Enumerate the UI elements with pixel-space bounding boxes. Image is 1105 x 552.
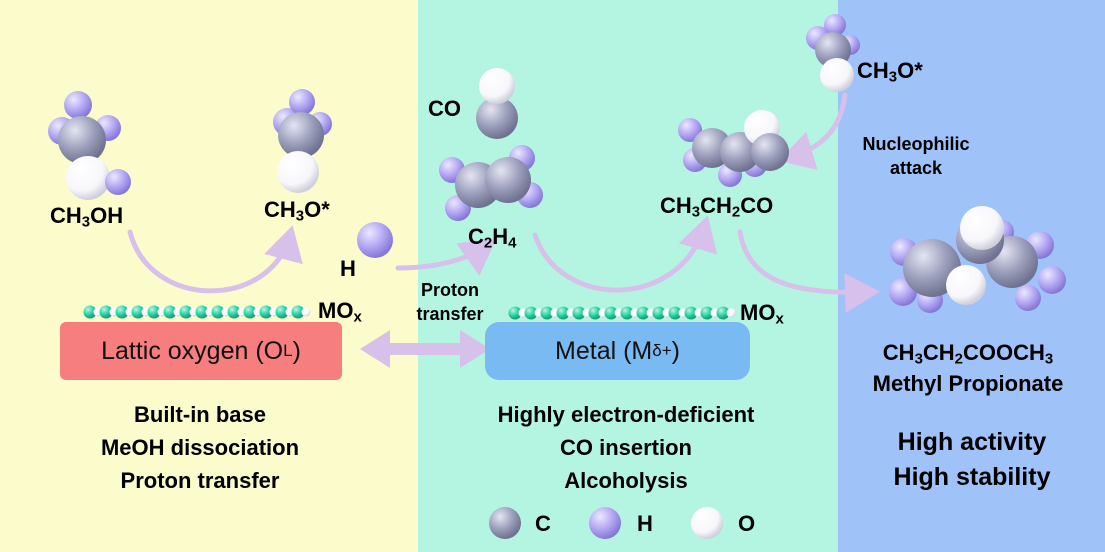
methyl-propionate-molecule [889,206,1066,313]
h-atom [357,222,393,258]
surface-metal-atom [588,306,602,320]
surface-oxygen-atom [301,307,311,317]
features-product: High activity High stability [894,425,1051,495]
feature-item: Alcoholysis [564,468,688,493]
label-h: H [340,256,356,281]
surface-metal-atom [99,305,113,319]
label-ch3o-left: CH3O* [264,197,330,225]
surface-metal-atom [572,306,586,320]
surface-metal-atom [716,306,730,320]
legend-carbon-sphere [489,507,521,539]
surface-metal-atom [700,306,714,320]
surface-oxygen-atom [726,308,736,318]
arrow-nucleophilic [778,92,848,171]
panel-lattice-oxygen [0,0,418,552]
label-proton-transfer: Proton transfer [416,280,484,324]
arrow-proton-to-c2h4 [395,239,497,276]
feature-item: High activity [897,428,1047,456]
surface-metal-atom [652,306,666,320]
surface-metal-atom [147,305,161,319]
label-mox-right: MOx [740,300,784,328]
reaction-arrows [127,92,880,313]
surface-metal-atom [668,306,682,320]
arrow-dissociation [127,225,303,294]
surface-metal-atom [195,305,209,319]
label-co: CO [428,96,461,121]
surface-metal-atom [131,305,145,319]
surface-metal-atom [636,306,650,320]
surface-metal-atom [556,306,570,320]
surface-metal-atom [259,305,273,319]
label-ch3o-right: CH3O* [857,58,923,86]
legend-label-hydrogen: H [637,511,653,536]
surface-metal-atom [179,305,193,319]
ch3oh-molecule [48,91,131,200]
ch3o-molecule-right [806,14,860,92]
legend-hydrogen-sphere [589,507,621,539]
mox-surface-left [83,305,311,319]
surface-metal-atom [275,305,289,319]
double-arrow [360,330,490,368]
ch3o-molecule-left [273,89,332,193]
feature-item: Built-in base [133,402,267,427]
surface-metal-atom [211,305,225,319]
surface-metal-atom [604,306,618,320]
legend-label-oxygen: O [738,511,756,536]
feature-item: CO insertion [559,435,692,460]
feature-item: Highly electron-deficient [497,402,755,427]
label-mox-left: MOx [318,298,362,326]
product-name: Methyl Propionate [872,371,1064,396]
arrow-to-product [737,229,880,313]
label-ch3oh: CH3OH [50,203,124,231]
surface-metal-atom [291,305,305,319]
label-ch3ch2co: CH3CH2CO [660,193,774,221]
surface-metal-atom [227,305,241,319]
surface-metal-atom [508,306,522,320]
surface-metal-atom [83,305,97,319]
c2h4-molecule [439,145,543,221]
features-lattice-oxygen: Built-in base MeOH dissociation Proton t… [101,398,299,497]
surface-metal-atom [524,306,538,320]
label-c2h4: C2H4 [468,224,517,252]
feature-item: High stability [893,463,1051,491]
ch3ch2co-molecule [678,110,789,187]
surface-metal-atom [243,305,257,319]
surface-metal-atom [684,306,698,320]
feature-item: MeOH dissociation [100,435,300,460]
surface-metal-atom [540,306,554,320]
surface-metal-atom [163,305,177,319]
mox-surface-right [508,306,736,320]
legend-oxygen-sphere [691,507,723,539]
feature-item: Proton transfer [120,468,280,493]
co-molecule [476,68,518,139]
legend-label-carbon: C [535,511,551,536]
surface-metal-atom [620,306,634,320]
label-nucleophilic-attack: Nucleophilic attack [862,134,970,178]
surface-metal-atom [115,305,129,319]
product-formula: CH3CH2COOCH3 [882,340,1054,368]
features-metal: Highly electron-deficient CO insertion A… [498,398,755,497]
arrow-co-insertion [532,215,718,293]
